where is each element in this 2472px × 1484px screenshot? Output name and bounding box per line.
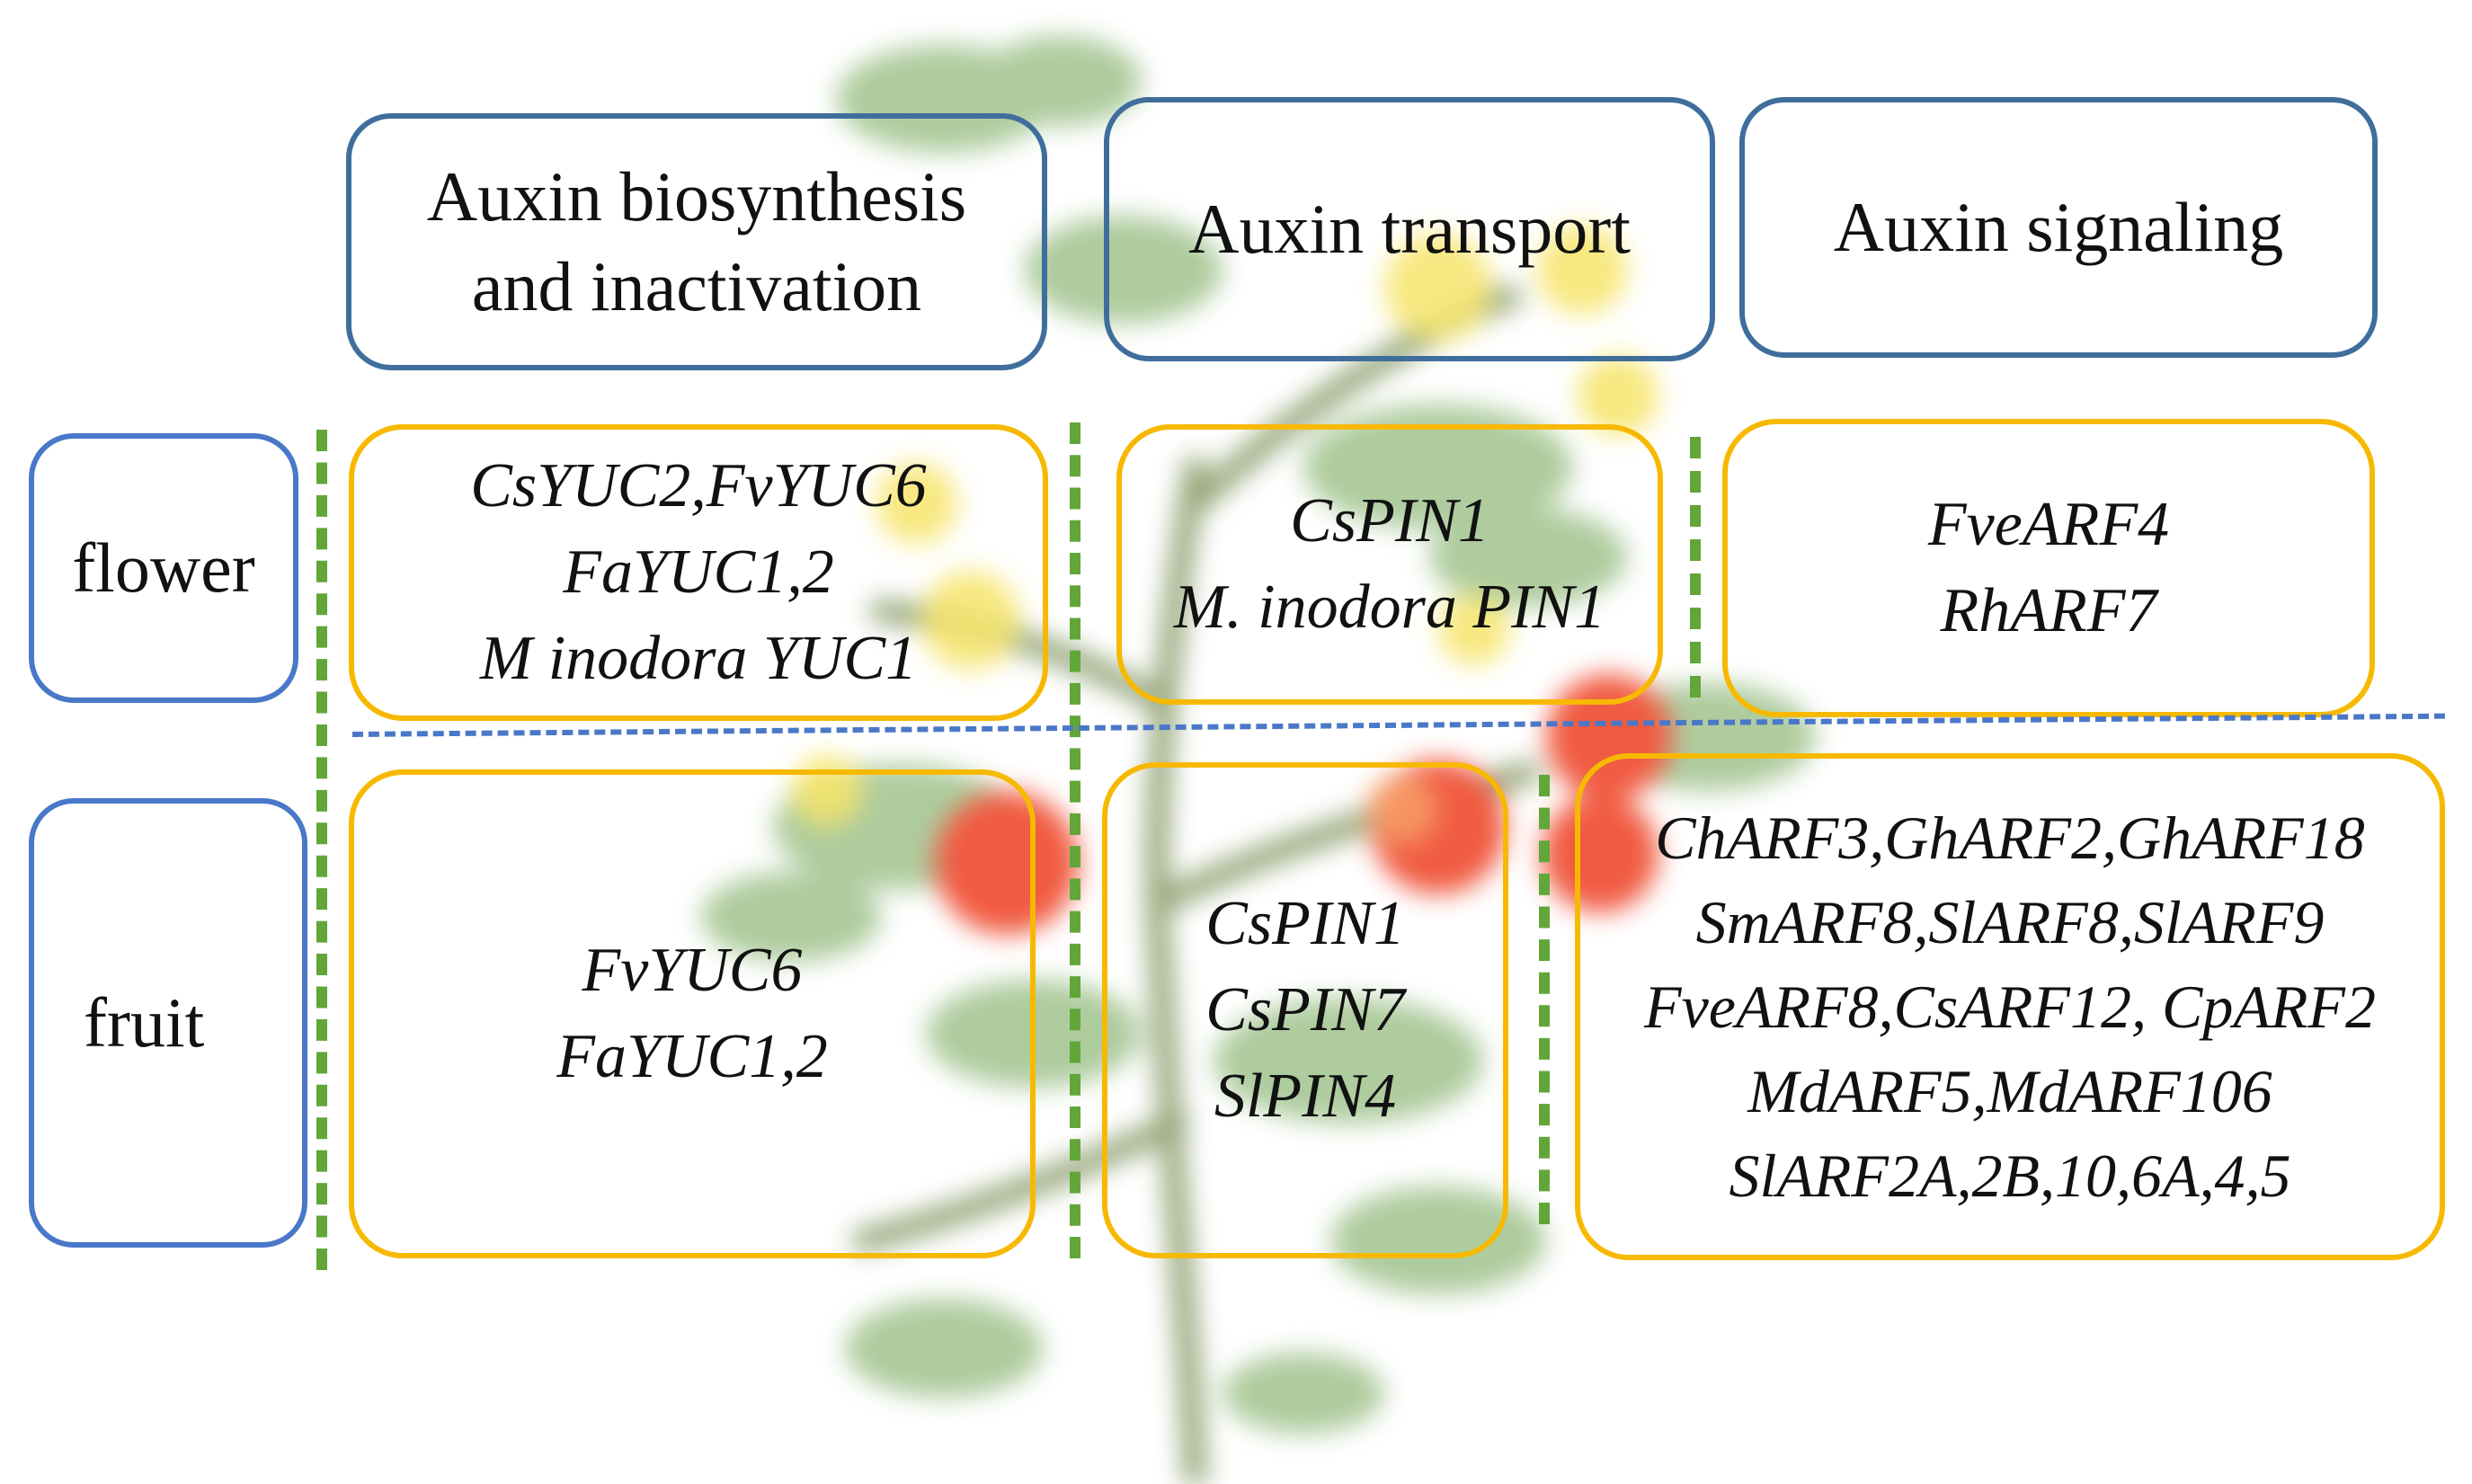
row-flower-text: flower	[72, 529, 255, 607]
gene-entry: CsYUC2,FvYUC6	[470, 451, 927, 520]
column-divider-3	[1690, 437, 1701, 698]
gene-entry: M. inodora PIN1	[1173, 573, 1606, 642]
gene-entry: MdARF5,MdARF106	[1747, 1057, 2272, 1125]
row-label-flower: flower	[29, 433, 298, 703]
gene-entry: RhARF7	[1940, 576, 2157, 645]
gene-entry: ChARF3,GhARF2,GhARF18	[1655, 804, 2365, 872]
gene-entry: CsPIN1	[1290, 486, 1489, 555]
gene-entry: CsPIN7	[1205, 975, 1405, 1044]
row-fruit-text: fruit	[84, 983, 205, 1062]
gene-entry: FveARF4	[1927, 490, 2170, 559]
gene-entry: FveARF8,CsARF12, CpARF2	[1644, 973, 2376, 1041]
gene-entry: FaYUC1,2	[556, 1022, 828, 1091]
category-signaling-label: Auxin signaling	[1833, 188, 2284, 266]
gene-entry: SmARF8,SlARF8,SlARF9	[1695, 888, 2325, 956]
column-divider-2	[1070, 422, 1080, 1258]
gene-entry: SlPIN4	[1214, 1062, 1397, 1131]
column-divider-4	[1539, 775, 1550, 1224]
category-biosynthesis-line-1: Auxin biosynthesis	[426, 157, 967, 235]
gene-box-fruit-signaling: ChARF3,GhARF2,GhARF18 SmARF8,SlARF8,SlAR…	[1575, 753, 2445, 1260]
category-transport-label: Auxin transport	[1188, 190, 1631, 268]
category-biosynthesis-line-2: and inactivation	[471, 247, 922, 325]
column-divider-1	[316, 430, 327, 1270]
gene-entry: FaYUC1,2	[563, 538, 834, 607]
gene-entry: FvYUC6	[582, 936, 803, 1005]
category-biosynthesis: Auxin biosynthesis and inactivation	[346, 113, 1047, 370]
gene-box-fruit-transport: CsPIN1 CsPIN7 SlPIN4	[1102, 762, 1508, 1258]
gene-box-flower-signaling: FveARF4 RhARF7	[1722, 419, 2375, 717]
category-transport: Auxin transport	[1104, 97, 1715, 361]
row-label-fruit: fruit	[29, 798, 307, 1248]
category-signaling: Auxin signaling	[1739, 97, 2378, 358]
gene-entry: M inodora YUC1	[479, 624, 918, 693]
gene-box-flower-biosynthesis: CsYUC2,FvYUC6 FaYUC1,2 M inodora YUC1	[349, 424, 1048, 721]
gene-entry: SlARF2A,2B,10,6A,4,5	[1729, 1142, 2291, 1210]
gene-box-flower-transport: CsPIN1 M. inodora PIN1	[1116, 424, 1663, 705]
gene-entry: CsPIN1	[1205, 889, 1405, 958]
gene-box-fruit-biosynthesis: FvYUC6 FaYUC1,2	[349, 769, 1036, 1258]
